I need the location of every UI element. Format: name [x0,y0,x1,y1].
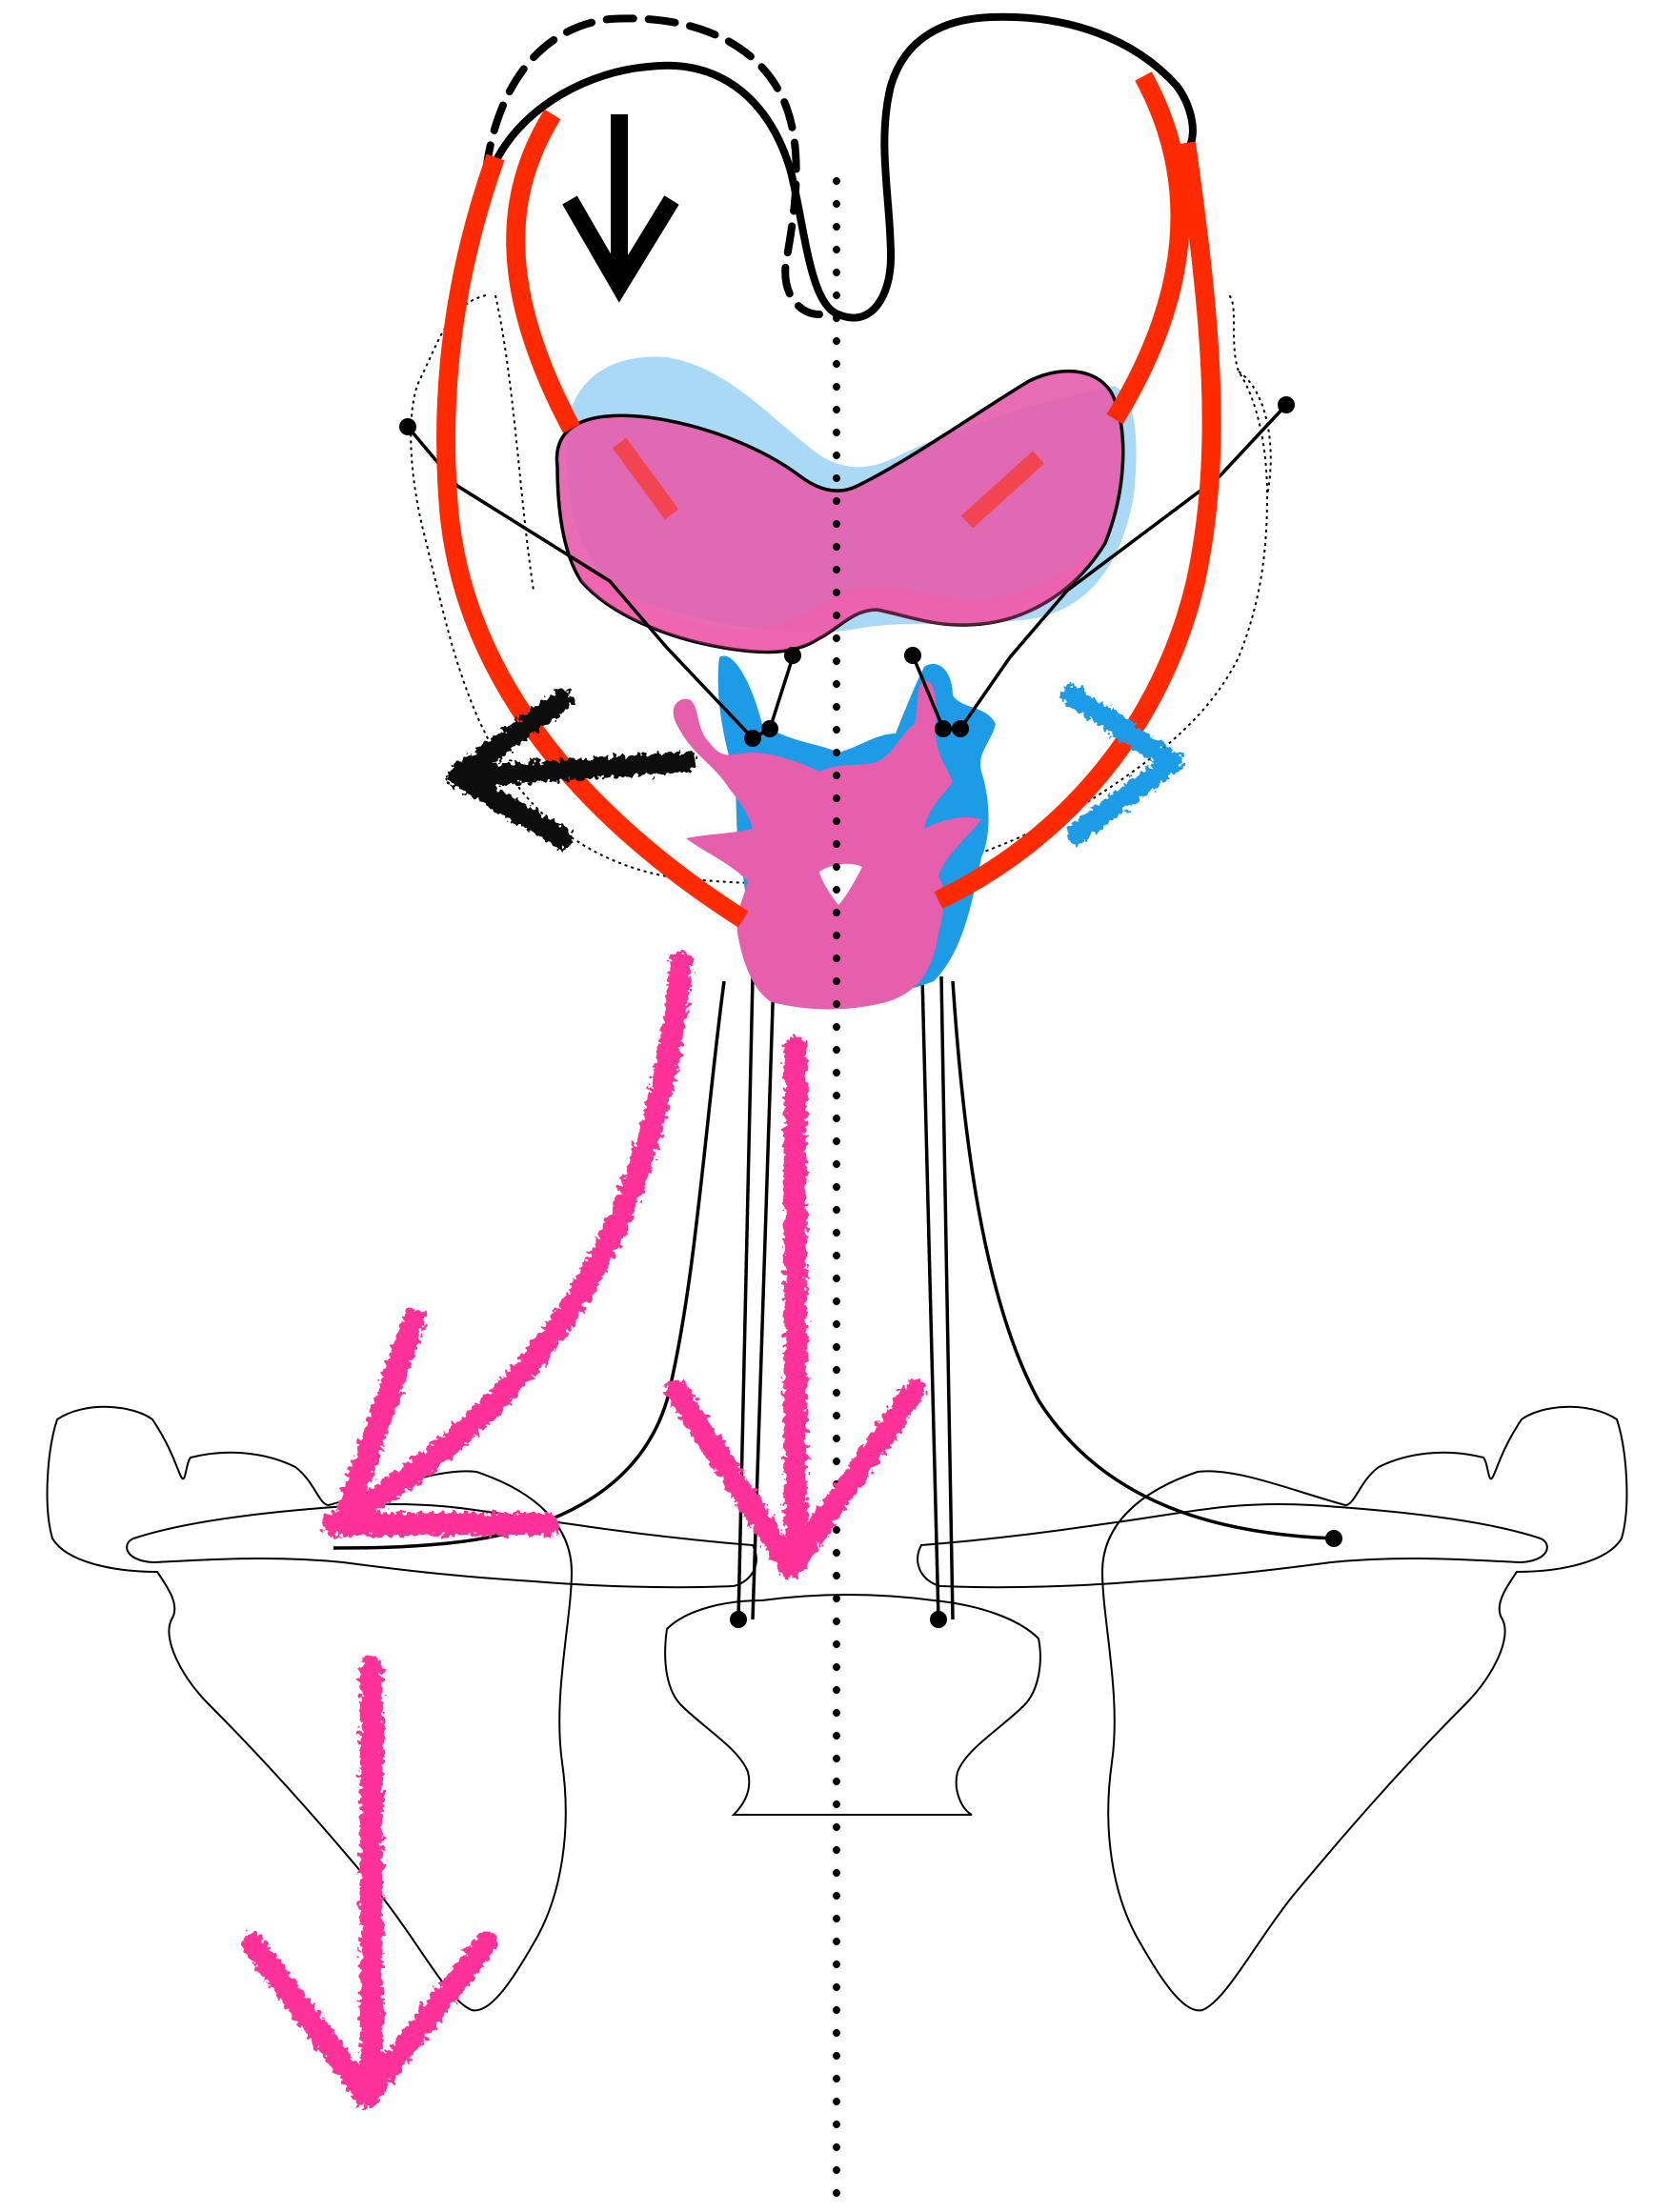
left-mastoid-point [399,418,416,435]
left-hyoid-point-c [784,647,801,664]
arrow-down-icon [570,114,672,286]
left-hyoid-point-b [761,720,778,737]
neck-attachment-points [730,1530,1342,1628]
right-hyoid-point-a [952,720,969,737]
chevron-right-icon [1072,695,1172,834]
right-clavicle-point [1325,1530,1342,1547]
tongue-solid-right [838,17,1193,318]
pink-arrow-lower-left-down [252,1667,486,2096]
right-scapula [1102,1407,1626,2011]
right-hyoid-point-c [904,647,921,664]
sternum-manubrium [665,1595,1040,1815]
right-neck-contour [953,981,1334,1538]
left-hyoid-point-a [744,730,761,747]
left-inner-red-loop [515,114,572,429]
chevron-left-icon [457,700,686,838]
pink-arrow-center-down [676,1048,915,1567]
right-hyoid-point-b [935,720,952,737]
pink-arrow-left-diagonal [333,962,681,1524]
right-inner-red-loop [1115,76,1180,419]
right-mastoid-point [1278,396,1295,413]
right-sternohyoid [922,976,938,1619]
right-clavicle [918,1504,1547,1587]
pink-arrows [252,962,915,2096]
left-scapula [48,1407,572,2011]
right-sternothyroid [941,976,953,1619]
left-sternal-point [730,1611,747,1628]
right-sternal-point [930,1611,947,1628]
